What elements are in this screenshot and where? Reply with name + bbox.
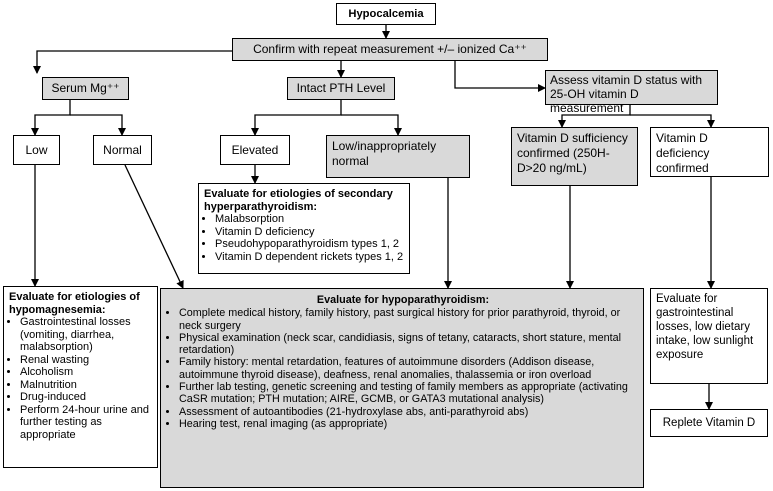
low-inappropriate-box: Low/inappropriately normal bbox=[326, 135, 470, 178]
list-item: Complete medical history, family history… bbox=[179, 307, 638, 332]
gi-eval-box: Evaluate for gastrointestinal losses, lo… bbox=[650, 288, 768, 384]
list-item: Perform 24-hour urine and further testin… bbox=[20, 404, 152, 442]
hypomagnesemia-title: Evaluate for etiologies of hypomagnesemi… bbox=[9, 291, 140, 316]
list-item: Assessment of autoantibodies (21-hydroxy… bbox=[179, 406, 638, 418]
list-item: Gastrointestinal losses (vomiting, diarr… bbox=[20, 316, 152, 354]
hypocalcemia-box: Hypocalcemia bbox=[336, 3, 436, 25]
list-item: Pseudohypoparathyroidism types 1, 2 bbox=[215, 238, 404, 251]
list-item: Renal wasting bbox=[20, 354, 152, 367]
list-item: Malnutrition bbox=[20, 379, 152, 392]
list-item: Vitamin D dependent rickets types 1, 2 bbox=[215, 251, 404, 264]
secondary-hyperpara-box: Evaluate for etiologies of secondary hyp… bbox=[198, 183, 410, 274]
normal-box: Normal bbox=[93, 135, 152, 165]
hypoparathyroidism-box: Evaluate for hypoparathyroidism: Complet… bbox=[160, 288, 644, 488]
intact-pth-box: Intact PTH Level bbox=[287, 77, 395, 100]
confirm-box: Confirm with repeat measurement +/– ioni… bbox=[232, 38, 548, 61]
hypoparathyroidism-list: Complete medical history, family history… bbox=[168, 307, 638, 430]
list-item: Malabsorption bbox=[215, 213, 404, 226]
hypoparathyroidism-title: Evaluate for hypoparathyroidism: bbox=[316, 294, 490, 306]
vitd-assess-box: Assess vitamin D status with 25-OH vitam… bbox=[545, 70, 718, 115]
gi-eval-label: Evaluate for gastrointestinal losses, lo… bbox=[656, 293, 754, 361]
hypomagnesemia-list: Gastrointestinal losses (vomiting, diarr… bbox=[9, 316, 152, 441]
secondary-hyperpara-list: Malabsorption Vitamin D deficiency Pseud… bbox=[204, 213, 404, 263]
confirm-label: Confirm with repeat measurement +/– ioni… bbox=[253, 42, 527, 56]
hypomagnesemia-box: Evaluate for etiologies of hypomagnesemi… bbox=[3, 286, 158, 468]
vitd-deficient-box: Vitamin D deficiency confirmed bbox=[650, 127, 769, 177]
serum-mg-box: Serum Mg⁺⁺ bbox=[42, 77, 129, 100]
low-inappropriate-label: Low/inappropriately normal bbox=[332, 139, 437, 168]
vitd-sufficient-label: Vitamin D sufficiency confirmed (250H-D>… bbox=[517, 131, 628, 175]
vitd-assess-label: Assess vitamin D status with 25-OH vitam… bbox=[550, 73, 703, 115]
hypocalcemia-label: Hypocalcemia bbox=[348, 7, 424, 20]
replete-vitd-box: Replete Vitamin D bbox=[650, 409, 768, 437]
low-box: Low bbox=[13, 135, 60, 165]
vitd-sufficient-box: Vitamin D sufficiency confirmed (250H-D>… bbox=[511, 127, 638, 186]
list-item: Hearing test, renal imaging (as appropri… bbox=[179, 418, 638, 430]
normal-label: Normal bbox=[103, 142, 142, 157]
low-label: Low bbox=[25, 142, 48, 157]
list-item: Further lab testing, genetic screening a… bbox=[179, 381, 638, 406]
replete-vitd-label: Replete Vitamin D bbox=[662, 416, 756, 429]
list-item: Family history: mental retardation, feat… bbox=[179, 356, 638, 381]
list-item: Drug-induced bbox=[20, 391, 152, 404]
elevated-box: Elevated bbox=[220, 135, 290, 165]
list-item: Vitamin D deficiency bbox=[215, 226, 404, 239]
list-item: Alcoholism bbox=[20, 366, 152, 379]
elevated-label: Elevated bbox=[231, 142, 279, 157]
intact-pth-label: Intact PTH Level bbox=[296, 81, 386, 95]
list-item: Physical examination (neck scar, candidi… bbox=[179, 332, 638, 357]
vitd-deficient-label: Vitamin D deficiency confirmed bbox=[656, 131, 710, 175]
serum-mg-label: Serum Mg⁺⁺ bbox=[51, 81, 120, 95]
secondary-hyperpara-title: Evaluate for etiologies of secondary hyp… bbox=[204, 188, 393, 213]
